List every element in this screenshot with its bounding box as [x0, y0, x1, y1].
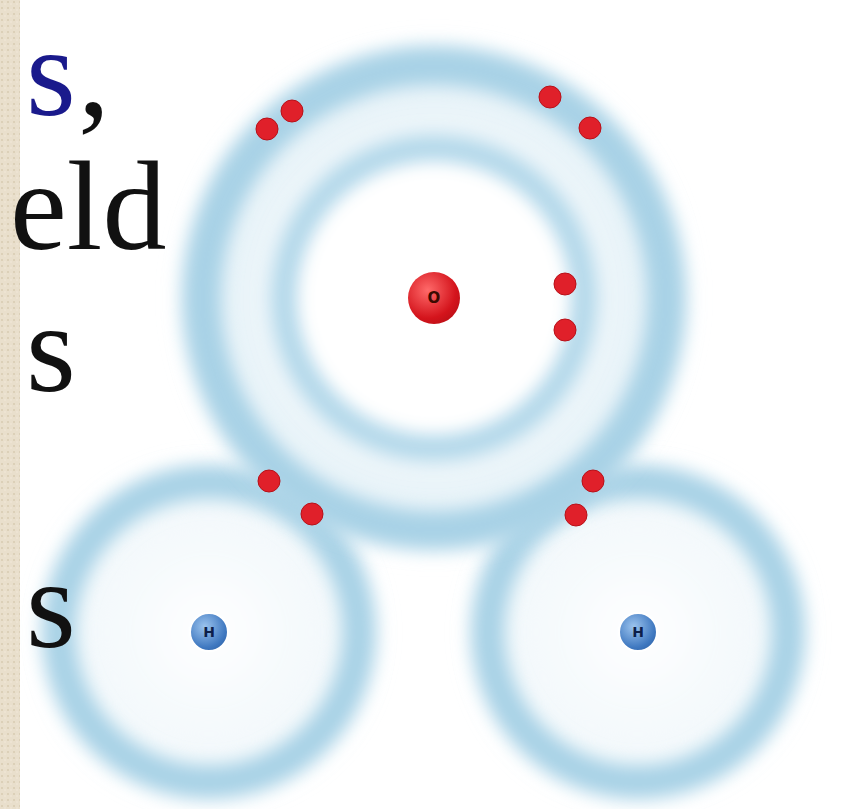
atom-symbol: O: [428, 291, 441, 306]
paper-strip: [0, 0, 20, 809]
oxygen-shells: [179, 43, 689, 553]
cut-off-text: s: [26, 540, 76, 668]
cut-off-text: s: [26, 8, 76, 136]
electrons: [256, 86, 604, 526]
atom-symbol: H: [203, 625, 215, 639]
atom-symbol: H: [632, 625, 644, 639]
cut-off-text: eld: [10, 142, 166, 270]
cut-off-text: s: [26, 284, 76, 412]
hydrogen-nucleus: H: [189, 612, 229, 652]
cut-off-text: ,: [78, 8, 110, 136]
oxygen-nucleus: O: [408, 272, 460, 324]
hydrogen-nucleus: H: [618, 612, 658, 652]
